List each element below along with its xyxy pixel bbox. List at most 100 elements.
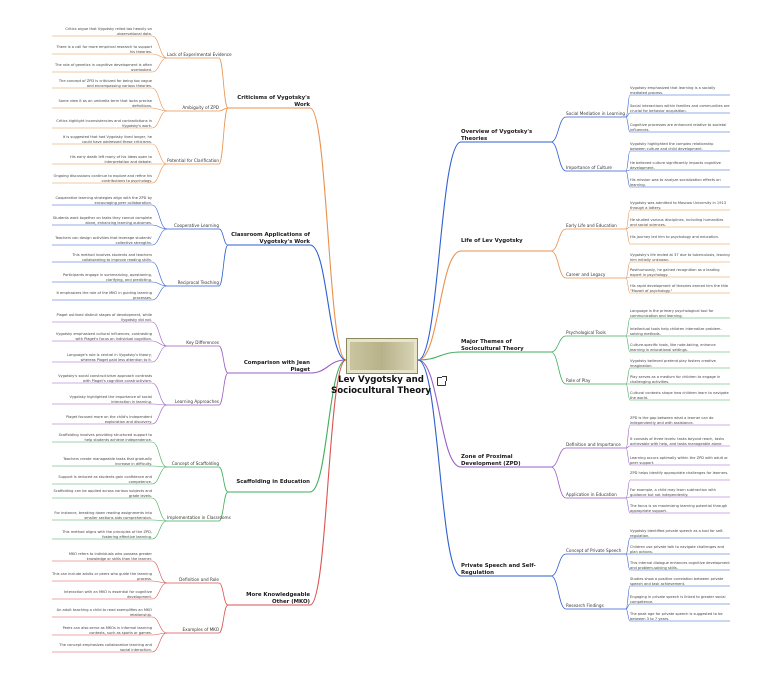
leaf-note[interactable]: Posthumously, he gained recognition as a… [630,268,720,277]
leaf-note[interactable]: Teachers can design activities that leve… [55,236,152,245]
leaf-note[interactable]: His early death left many of his ideas o… [70,155,152,164]
leaf-note[interactable]: The concept of ZPD is criticized for bei… [58,79,152,88]
subtopic[interactable]: Importance of Culture [566,165,612,170]
leaf-note[interactable]: Cooperative learning strategies align wi… [55,196,152,205]
main-topic[interactable]: Comparison with Jean Piaget [243,360,310,373]
leaf-note[interactable]: Vygotsky's life ended at 37 due to tuber… [630,253,730,262]
leaf-note[interactable]: Learning occurs optimally within the ZPD… [630,456,728,465]
leaf-note[interactable]: Vygotsky emphasized cultural influences,… [55,332,152,341]
leaf-note[interactable]: Support is reduced as students gain conf… [58,475,152,484]
leaf-note[interactable]: He believed culture significantly impact… [630,161,721,170]
leaf-note[interactable]: Cultural contexts shape how children lea… [630,391,729,400]
leaf-note[interactable]: Vygotsky believed pretend play fosters c… [630,359,716,368]
main-topic[interactable]: Overview of Vygotsky's Theories [461,129,533,142]
subtopic[interactable]: Key Differences [186,340,219,345]
leaf-note[interactable]: Intellectual tools help children interna… [630,327,722,336]
main-topic[interactable]: Major Themes of Sociocultural Theory [461,339,524,352]
subtopic[interactable]: Research Findings [566,603,604,608]
subtopic[interactable]: Career and Legacy [566,272,606,277]
leaf-note[interactable]: His mission was to analyze socialization… [630,178,721,187]
leaf-note[interactable]: An adult teaching a child to read exempl… [56,608,152,617]
central-topic-title[interactable]: Lev Vygotsky and Sociocultural Theory [331,375,431,396]
leaf-note[interactable]: Vygotsky identified private speech as a … [630,529,724,538]
leaf-note[interactable]: The role of genetics in cognitive develo… [55,63,152,72]
main-topic[interactable]: Private Speech and Self-Regulation [461,563,536,576]
leaf-note[interactable]: Vygotsky highlighted the complex relatio… [630,142,714,151]
subtopic[interactable]: Implementation in Classrooms [167,515,231,520]
subtopic[interactable]: Psychological Tools [566,330,606,335]
subtopic[interactable]: Concept of Private Speech [566,548,622,553]
subtopic[interactable]: Role of Play [566,378,591,383]
subtopic[interactable]: Ambiguity of ZPD [182,105,219,110]
leaf-note[interactable]: Language's role is central in Vygotsky's… [67,353,152,362]
leaf-note[interactable]: Critics highlight inconsistencies and co… [56,119,152,128]
leaf-note[interactable]: Play serves as a medium for children to … [630,375,721,384]
leaf-note[interactable]: This method aligns with the principles o… [62,530,152,539]
leaf-note[interactable]: His rapid development of theories earned… [630,284,729,293]
leaf-note[interactable]: Participants engage in summarizing, ques… [62,273,152,282]
leaf-note[interactable]: This method involves students and teache… [72,253,152,262]
leaf-note[interactable]: Children use private talk to navigate ch… [630,545,725,554]
leaf-note[interactable]: It emphasizes the role of the MKO in gui… [56,291,152,300]
subtopic[interactable]: Examples of MKO [182,627,219,632]
leaf-note[interactable]: ZPD is the gap between what a learner ca… [630,416,714,425]
leaf-note[interactable]: This internal dialogue enhances cognitiv… [630,561,730,570]
leaf-note[interactable]: Vygotsky was admitted to Moscow Universi… [630,201,727,210]
subtopic[interactable]: Early Life and Education [566,223,617,228]
leaf-note[interactable]: There is a call for more empirical resea… [56,45,152,54]
subtopic[interactable]: Potential for Clarification [167,158,219,163]
subtopic[interactable]: Definition and Importance [566,442,621,447]
subtopic[interactable]: Lack of Experimental Evidence [167,52,232,57]
leaf-note[interactable]: The focus is on maximizing learning pote… [630,504,728,513]
leaf-note[interactable]: It consists of three levels: tasks beyon… [630,437,725,446]
leaf-note[interactable]: Vygotsky highlighted the importance of s… [69,395,152,404]
leaf-note[interactable]: It is suggested that had Vygotsky lived … [62,135,152,144]
leaf-note[interactable]: Critics argue that Vygotsky relied too h… [65,27,152,36]
external-link-icon[interactable] [437,376,447,386]
leaf-note[interactable]: Vygotsky emphasized that learning is a s… [630,86,716,95]
main-topic[interactable]: Zone of Proximal Development (ZPD) [461,454,521,467]
leaf-note[interactable]: For instance, breaking down reading assi… [54,511,152,520]
leaf-note[interactable]: The peak age for private speech is sugge… [630,612,723,621]
leaf-note[interactable]: He studied various disciplines, includin… [630,218,724,227]
leaf-note[interactable]: Peers can also serve as MKOs in informal… [62,626,152,635]
main-topic[interactable]: Scaffolding in Education [236,479,310,485]
leaf-note[interactable]: MKO refers to individuals who possess gr… [68,552,152,561]
leaf-note[interactable]: Cognitive processes are enhanced relativ… [630,123,727,132]
main-topic[interactable]: Life of Lev Vygotsky [461,238,523,244]
main-branch-line [417,250,551,361]
leaf-note[interactable]: Culture-specific tools, like note-taking… [630,343,716,352]
leaf-note[interactable]: The concept emphasizes collaborative lea… [59,643,152,652]
leaf-note[interactable]: Engaging in private speech is linked to … [630,595,726,604]
leaf-note[interactable]: Social interactions within families and … [630,104,730,113]
leaf-note[interactable]: This can include adults or peers who gui… [52,572,152,581]
leaf-note[interactable]: Students work together on tasks they can… [52,216,152,225]
main-topic[interactable]: Classroom Applications of Vygotsky's Wor… [231,232,310,245]
leaf-note[interactable]: Ongoing discussions continue to explore … [53,174,152,183]
subtopic[interactable]: Social Mediation in Learning [566,111,626,116]
subtopic[interactable]: Cooperative Learning [174,223,219,228]
leaf-note[interactable]: Interaction with an MKO is essential for… [63,590,152,599]
leaf-note[interactable]: For example, a child may learn subtracti… [630,488,716,497]
subtopic[interactable]: Reciprocal Teaching [177,280,219,285]
leaf-branch-line [52,580,168,584]
leaf-note[interactable]: His journey led him to psychology and ed… [630,235,720,239]
leaf-branch-line [52,632,168,636]
leaf-note[interactable]: ZPD helps identify appropriate challenge… [630,471,729,475]
subtopic[interactable]: Application in Education [566,492,617,497]
subtopic[interactable]: Concept of Scaffolding [171,461,219,466]
main-topic[interactable]: Criticisms of Vygotsky's Work [237,95,310,108]
leaf-note[interactable]: Scaffolding involves providing structure… [58,433,152,442]
leaf-note[interactable]: Language is the primary psychological to… [630,309,714,318]
main-topic[interactable]: More Knowledgeable Other (MKO) [246,592,310,605]
leaf-note[interactable]: Scaffolding can be applied across variou… [53,489,152,498]
subtopic[interactable]: Learning Approaches [174,399,219,404]
leaf-branch-line [625,226,730,230]
subtopic[interactable]: Definition and Role [179,577,219,582]
leaf-note[interactable]: Vygotsky's social constructivism approac… [58,374,152,383]
leaf-note[interactable]: Teachers create manageable tasks that gr… [63,457,152,466]
leaf-note[interactable]: Piaget focused more on the child's indep… [66,415,152,424]
leaf-note[interactable]: Some view it as an umbrella term that la… [58,99,153,108]
leaf-note[interactable]: Piaget outlined distinct stages of devel… [56,313,152,322]
leaf-note[interactable]: Studies show a positive correlation betw… [630,577,724,586]
